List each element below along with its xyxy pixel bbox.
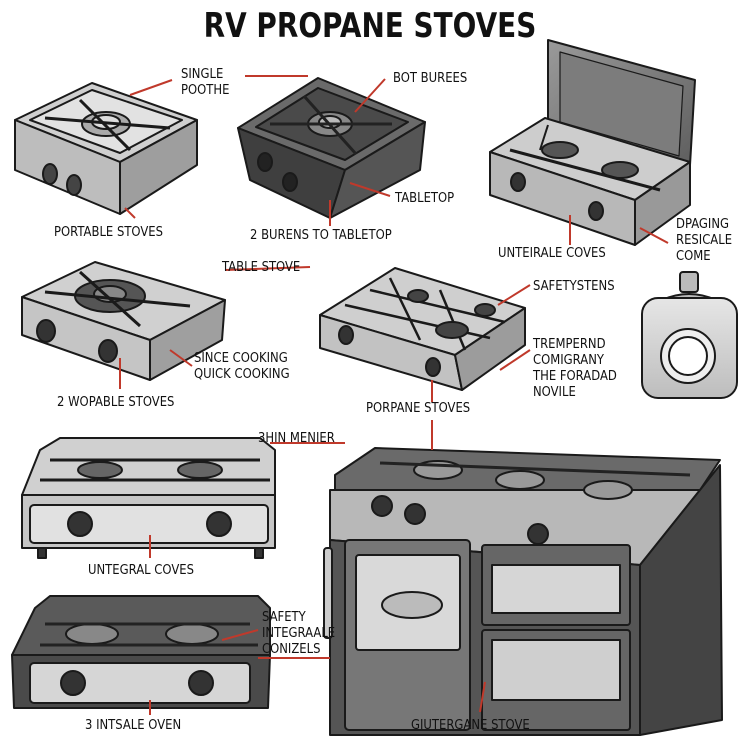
label-untegral-coves: UNTEGRAL COVES: [88, 562, 194, 578]
single-burner-portable-stove: [14, 82, 198, 215]
lidded-two-burner-stove: [489, 39, 696, 246]
label-portable-stoves: PORTABLE STOVES: [54, 224, 164, 240]
label-tabletop: TABLETOP: [395, 190, 455, 206]
label-safety-integraale: SAFETY INTEGRAALE CONIZELS: [262, 609, 336, 657]
label-bot-burees: BOT BUREES: [393, 70, 468, 86]
three-burner-integral-stove: [21, 437, 276, 559]
label-table-stove: TABLE STOVE: [222, 259, 301, 275]
label-two-wopable-stoves: 2 WOPABLE STOVES: [57, 394, 175, 410]
label-trempernd: TREMPERND COMIGRANY THE FORADAD NOVILE: [533, 336, 617, 400]
label-dpaging: DPAGING RESICALE COME: [676, 216, 733, 264]
label-three-hin-menier: 3HIN MENIER: [258, 430, 335, 446]
table-stove-two-burner: [21, 261, 226, 381]
leader-lines: [119, 75, 669, 715]
label-two-burens-tabletop: 2 BURENS TO TABLETOP: [250, 227, 392, 243]
large-range-with-oven: [323, 447, 723, 736]
four-burner-cooktop: [319, 267, 526, 391]
label-porpane-stoves: PORPANE STOVES: [366, 400, 471, 416]
label-single-poothe: SINGLE POOTHE: [181, 66, 230, 98]
propane-tank: [641, 271, 738, 399]
dark-two-burner-stove: [11, 595, 271, 709]
label-since-cooking: SINCE COOKING QUICK COOKING: [194, 350, 290, 382]
label-safetystens: SAFETYSTENS: [533, 278, 615, 294]
page-title: RV PROPANE STOVES: [203, 6, 537, 46]
label-giutergane-stove: GIUTERGANE STOVE: [411, 717, 530, 733]
label-three-intsale-oven: 3 INTSALE OVEN: [85, 717, 182, 733]
dark-tabletop-stove: [237, 77, 426, 219]
label-unteirale-coves: UNTEIRALE COVES: [498, 245, 606, 261]
